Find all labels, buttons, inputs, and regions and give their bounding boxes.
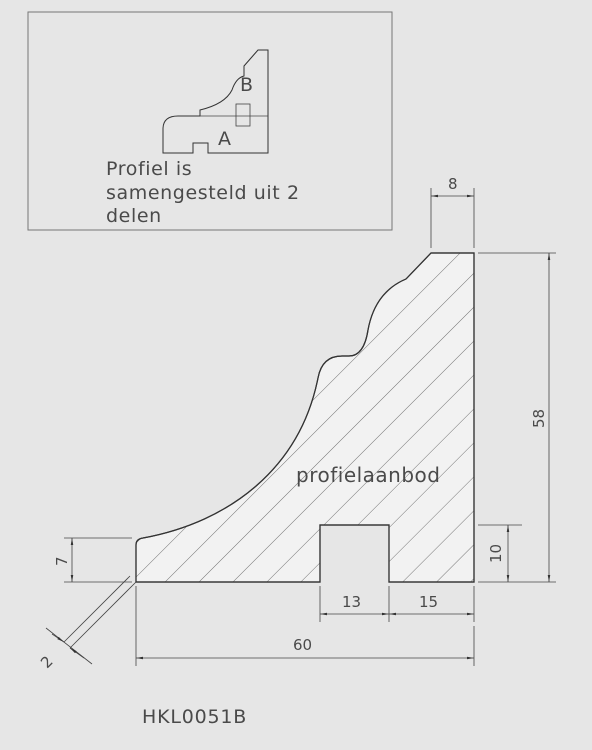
- product-code: HKL0051B: [142, 706, 247, 728]
- main-profile: profielaanbod: [135, 252, 475, 583]
- inset-label-a: A: [218, 128, 232, 150]
- note-line-2: samengesteld uit 2: [106, 182, 300, 204]
- dim-top-width-label: 8: [448, 175, 458, 193]
- dim-top-width: 8: [430, 175, 475, 248]
- dim-total-height: 58: [478, 252, 556, 583]
- dim-right-leg-label: 15: [419, 593, 438, 611]
- dim-groove-height-label: 10: [487, 544, 505, 563]
- dim-groove-width-label: 13: [342, 593, 361, 611]
- profile-hatching: [136, 253, 474, 582]
- note-line-3: delen: [106, 205, 162, 227]
- dim-chamfer: 2: [37, 575, 137, 672]
- watermark: profielaanbod: [296, 463, 441, 487]
- dim-total-width-label: 60: [293, 636, 312, 654]
- inset-part-b-block: [235, 103, 251, 127]
- dim-groove-height: 10: [478, 524, 522, 582]
- dim-chamfer-label: 2: [37, 652, 56, 671]
- profile-outline: [135, 252, 475, 583]
- inset-label-b: B: [240, 74, 254, 96]
- dim-total-width: 60: [135, 586, 475, 666]
- dim-total-height-label: 58: [530, 409, 548, 428]
- dim-left-height: 7: [53, 537, 132, 583]
- inset-profile-sketch: [162, 49, 269, 154]
- note-box: B A Profiel is samengesteld uit 2 delen: [27, 11, 393, 231]
- note-line-1: Profiel is: [106, 158, 192, 180]
- note-box-frame: [27, 11, 393, 231]
- dim-groove-width: 13 15: [319, 586, 475, 622]
- dim-left-height-label: 7: [53, 556, 71, 566]
